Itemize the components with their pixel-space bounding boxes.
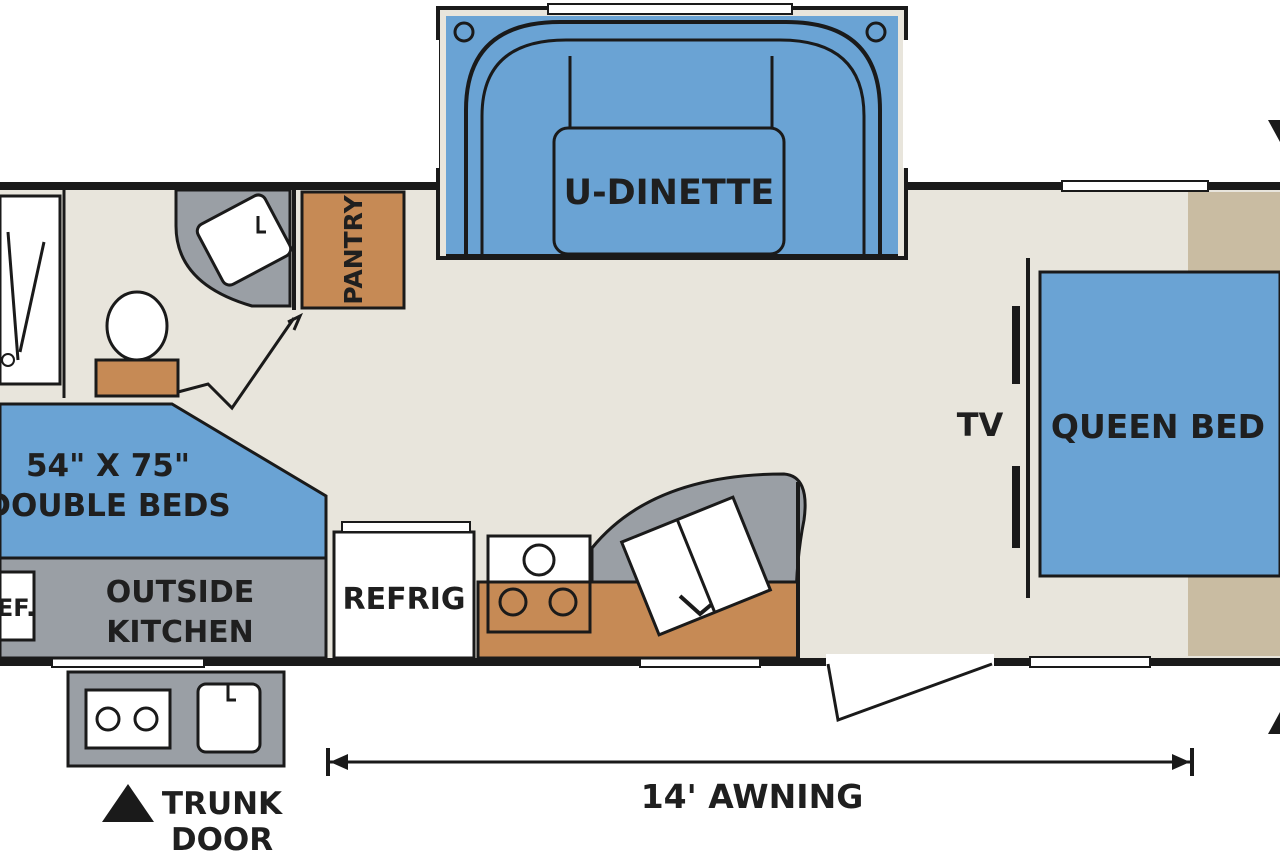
top-window-right [1061,180,1209,192]
shower-line-2 [18,241,46,353]
bath-faucet [256,216,266,234]
shower-drain [1,353,15,367]
outside-kitchen-label-1: OUTSIDE [106,575,255,610]
dinette-u-seat-inner [480,38,866,254]
edge-arrow-top [1268,120,1280,142]
edge-arrow-bottom [1268,712,1280,734]
kitchen-faucet [678,594,714,617]
u-dinette-label: U-DINETTE [564,173,775,213]
queen-bed-label: QUEEN BED [1051,407,1265,446]
outside-kitchen-storage [0,556,328,660]
burner-right [548,587,578,617]
dinette-leg-right [865,21,887,43]
shower-line-1 [6,231,20,361]
bunk-beds [0,402,328,560]
outside-kitchen-label-2: KITCHEN [106,615,254,650]
refrigerator-top [341,521,471,533]
trunk-label-2: DOOR [171,822,273,854]
toilet-tank [94,358,180,398]
awning-arrow-left [330,754,348,770]
bunk-name-label: DOUBLE BEDS [0,488,231,524]
toilet [105,290,169,362]
outside-ref-label: EF. [0,594,35,622]
awning-arrow-right [1172,754,1190,770]
outside-burner-left [95,706,121,732]
bath-sink [195,193,293,287]
burner-left [498,587,528,617]
outside-ref-box [0,570,36,642]
refrig-label: REFRIG [343,582,466,617]
entry-door-gap [826,654,994,668]
tv-label: TV [957,406,1004,444]
shower [0,194,62,386]
entry-door-swing [826,662,993,723]
microwave-dial [522,543,556,577]
dinette-leg-left [453,21,475,43]
pantry [300,190,406,310]
queen-bed [1038,270,1280,578]
bath-door [177,317,296,411]
outside-burner-right [133,706,159,732]
slideout-window [547,3,793,15]
outside-faucet [226,684,236,702]
trunk-door-arrow [102,784,154,822]
pantry-label: PANTRY [339,194,368,304]
bottom-window-right [1029,656,1151,668]
bunk-size-label: 54" X 75" [26,448,190,484]
dinette-u-seat-outer [464,20,882,254]
kitchen-sink [619,495,773,637]
trunk-label-1: TRUNK [162,786,283,822]
awning-label: 14' AWNING [641,777,864,816]
bath-door-stop [287,312,303,331]
